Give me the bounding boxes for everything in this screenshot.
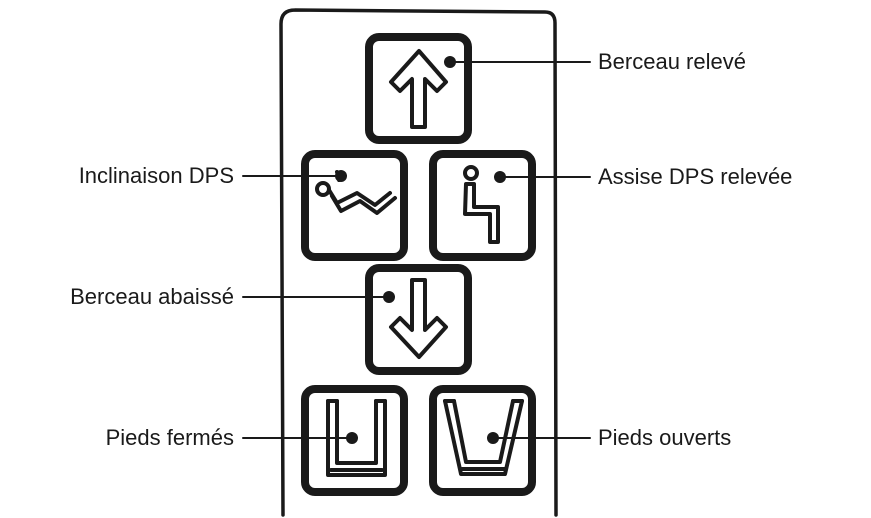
callout-dot-berceau-abaisse [383, 291, 395, 303]
seated-person-icon [463, 165, 500, 244]
arrow-down-icon [389, 278, 448, 359]
berceau-abaisse-button[interactable] [365, 264, 472, 375]
label-pieds-fermes: Pieds fermés [105, 425, 234, 450]
arrow-up-icon [389, 49, 448, 129]
label-pieds-ouverts: Pieds ouverts [598, 425, 732, 450]
callout-dot-pieds-fermes [346, 432, 358, 444]
callout-dot-pieds-ouverts [487, 432, 499, 444]
label-inclinaison-dps: Inclinaison DPS [78, 163, 234, 188]
inclinaison-dps-button[interactable] [301, 150, 408, 261]
label-assise-dps-relevee: Assise DPS relevée [598, 164, 793, 189]
assise-dps-relevee-button[interactable] [429, 150, 536, 261]
callout-dot-assise-dps-relevee [494, 171, 506, 183]
callout-dot-inclinaison-dps [335, 170, 347, 182]
leader-lines [242, 61, 591, 439]
reclining-person-icon [315, 170, 397, 215]
callout-dot-berceau-releve [444, 56, 456, 68]
label-berceau-releve: Berceau relevé [598, 49, 746, 74]
label-berceau-abaisse: Berceau abaissé [70, 284, 234, 309]
remote-outline [279, 8, 558, 517]
pieds-ouverts-button[interactable] [429, 385, 536, 496]
berceau-releve-button[interactable] [365, 33, 472, 144]
